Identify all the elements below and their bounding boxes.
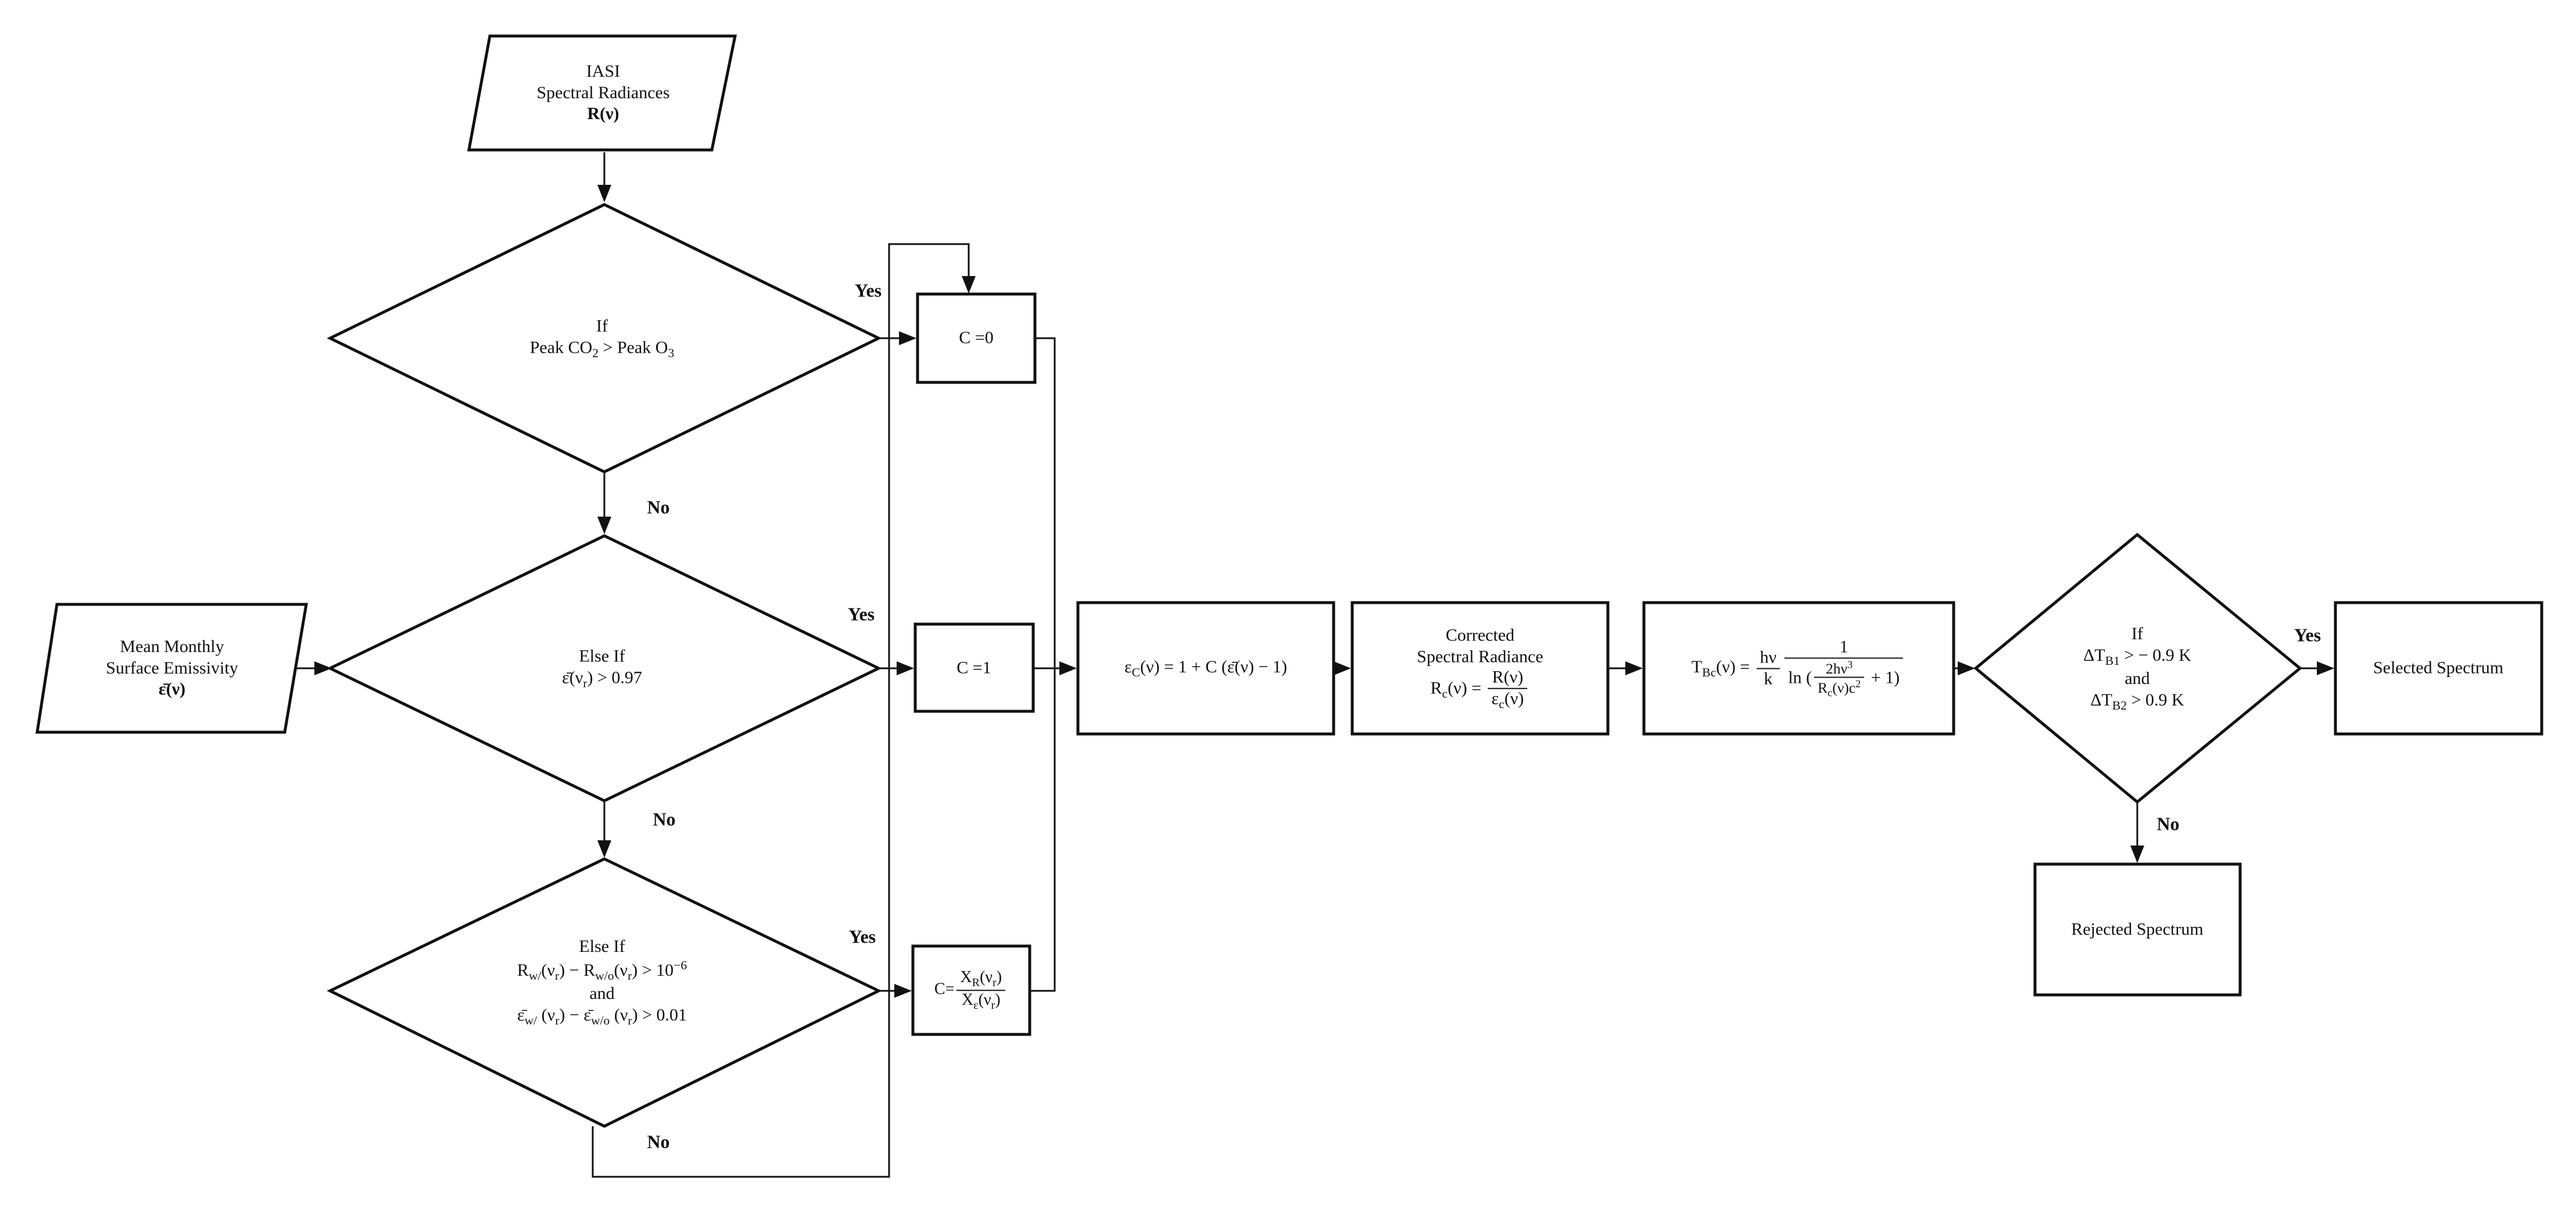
connectors (291, 152, 2334, 1178)
mean-emis-input-parallelogram (35, 603, 308, 734)
edge-no-loop (592, 243, 976, 1178)
corrected-formula: Rc(ν) = R(ν)εc(ν) (1417, 668, 1543, 711)
if-peak-text: If Peak CO2 > Peak O3 (530, 316, 675, 361)
iasi-line1: IASI (586, 62, 621, 81)
c0-text: C =0 (959, 328, 994, 348)
c1-box (913, 622, 1035, 713)
if-dtb-line2: ΔTB1 > − 0.9 K (2083, 645, 2191, 668)
else-if-diff-and: and (589, 984, 615, 1003)
mean-emis-line3: ε̄(ν) (158, 679, 186, 699)
iasi-line2: Spectral Radiances (536, 83, 670, 102)
eps-c-text: εC(ν) = 1 + C (ε̄(ν) − 1) (1124, 657, 1287, 679)
nodes (35, 34, 2543, 1128)
else-if-diff-radiance-condition: Rw/(νr) − Rw/o(νr) > 10−6 (517, 958, 687, 983)
c0-box (916, 292, 1037, 384)
corrected-line1: Corrected (1445, 625, 1515, 645)
mean-emis-line1: Mean Monthly (120, 637, 224, 657)
corrected-text: Corrected Spectral Radiance Rc(ν) = R(ν)… (1417, 625, 1543, 712)
else-if-emis-line2: ε̄(νr) > 0.97 (562, 668, 642, 690)
label-yes-2: Yes (847, 603, 875, 625)
else-if-emis-text: Else If ε̄(νr) > 0.97 (562, 646, 642, 691)
c1-text: C =1 (956, 658, 991, 678)
else-if-emis-line1: Else If (579, 646, 625, 666)
if-dtb-line4: ΔTB2 > 0.9 K (2090, 690, 2184, 712)
if-dtb-diamond (1973, 532, 2302, 804)
else-if-emis-diamond (327, 534, 882, 803)
if-dtb-line1: If (2131, 624, 2143, 644)
else-if-diff-emissivity-condition: ε̄w/ (νr) − ε̄w/o (νr) > 0.01 (517, 1005, 687, 1027)
eps-c-box (1076, 601, 1335, 736)
selected-box (2334, 601, 2543, 736)
selected-text: Selected Spectrum (2373, 658, 2504, 678)
label-no-4: No (2156, 813, 2180, 834)
if-dtb-and: and (2124, 669, 2150, 688)
if-peak-line2: Peak CO2 > Peak O3 (529, 338, 675, 360)
cx-text: C=XR(νr)Xε(νr) (934, 968, 1008, 1012)
rejected-text: Rejected Spectrum (2071, 919, 2204, 939)
mean-emis-text: Mean Monthly Surface Emissivity ε̄(ν) (106, 636, 238, 700)
iasi-input-parallelogram (467, 34, 737, 152)
label-yes-1: Yes (854, 280, 882, 301)
iasi-text: IASI Spectral Radiances R(ν) (536, 61, 669, 125)
iasi-line3: R(ν) (587, 104, 619, 124)
tbc-box (1642, 601, 1955, 736)
else-if-diff-text: Else If Rw/(νr) − Rw/o(νr) > 10−6 and ε̄… (517, 936, 687, 1028)
edge-cx-merge (1030, 668, 1056, 992)
label-no-1: No (647, 496, 670, 518)
if-dtb-text: If ΔTB1 > − 0.9 K and ΔTB2 > 0.9 K (2083, 624, 2191, 713)
label-yes-4: Yes (2294, 624, 2321, 646)
mean-emis-line2: Surface Emissivity (106, 658, 238, 678)
cx-fraction: XR(νr)Xε(νr) (956, 968, 1006, 1012)
if-peak-line1: If (596, 316, 608, 336)
label-yes-3: Yes (848, 926, 876, 947)
rejected-box (2033, 862, 2242, 997)
label-no-3: No (647, 1131, 670, 1152)
corrected-box (1350, 601, 1610, 736)
edge-c0-merge (1035, 337, 1056, 668)
else-if-diff-diamond (327, 857, 882, 1128)
if-peak-diamond (327, 203, 882, 474)
label-no-2: No (653, 808, 676, 830)
corrected-line2: Spectral Radiance (1417, 647, 1543, 667)
else-if-diff-line1: Else If (579, 937, 625, 957)
